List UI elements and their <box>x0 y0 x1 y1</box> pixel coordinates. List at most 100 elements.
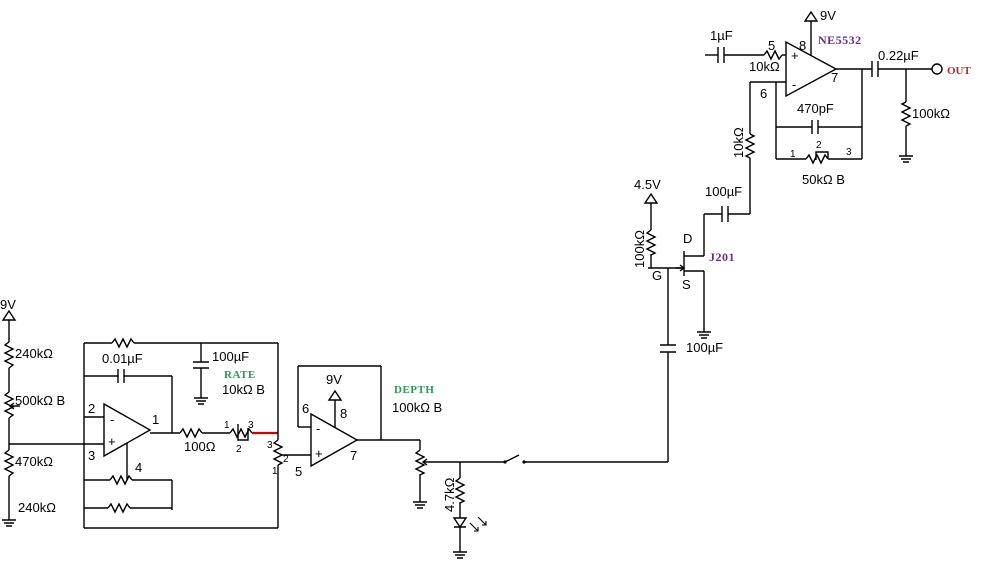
rate-title: RATE <box>224 369 256 381</box>
buffer-pin-8: 8 <box>340 406 347 421</box>
jfet-source-label: S <box>682 277 691 292</box>
ne5532-label: NE5532 <box>818 33 862 47</box>
opamp-buffer-symbol <box>310 412 359 468</box>
resistor-470k-label: 470kΩ <box>15 454 53 469</box>
svg-text:1: 1 <box>790 149 796 160</box>
supply-arrow-mid <box>327 389 343 401</box>
left-divider: 9V 240kΩ 500kΩ B 470kΩ 240kΩ <box>0 297 65 527</box>
svg-text:-: - <box>316 421 320 436</box>
lfo-opamp: - + 2 3 1 4 0.01µF 100Ω <box>9 337 284 529</box>
lfo-pin-4: 4 <box>135 460 142 475</box>
svg-text:-: - <box>792 77 796 92</box>
lfo-supply-cap-label: 100µF <box>212 349 249 364</box>
resistor-240k-top-label: 240kΩ <box>15 346 53 361</box>
resistor-100k-gate <box>645 229 657 256</box>
lfo-pin-3: 3 <box>88 448 95 463</box>
resistor-10k-gain-label: 10kΩ <box>731 127 746 158</box>
output-stage: 10kΩ 6 1µF 10kΩ 5 + - 9V 8 NE5532 7 470p… <box>705 8 972 187</box>
resistor-4k7-label: 4.7kΩ <box>442 477 457 512</box>
svg-text:2: 2 <box>816 140 822 151</box>
led-symbol <box>452 517 468 529</box>
svg-text:1: 1 <box>224 420 230 431</box>
resistor-100k-gate-label: 100kΩ <box>632 230 647 268</box>
lfo-fb-cap-label: 0.01µF <box>102 351 143 366</box>
lfo-fb-resistor <box>111 337 135 349</box>
svg-text:-: - <box>110 412 114 427</box>
output-label: OUT <box>947 65 972 77</box>
resistor-10k-gain <box>744 133 756 159</box>
depth-pot[interactable] <box>414 449 426 476</box>
jfet-gate-cap <box>660 344 676 353</box>
jfet-stage: 100µF 4.5V 100kΩ D G S J201 100µF <box>632 158 751 355</box>
ne5532-pin-8: 8 <box>799 38 806 53</box>
switch[interactable] <box>504 454 520 463</box>
feedback-pot-label: 50kΩ B <box>802 172 845 187</box>
jfet-gate-cap-label: 100µF <box>686 340 723 355</box>
lfo-pin-1: 1 <box>152 412 159 427</box>
pot-500k <box>3 391 15 419</box>
supply-label-45: 4.5V <box>634 177 661 192</box>
resistor-10k-in-label: 10kΩ <box>749 59 780 74</box>
svg-text:+: + <box>108 434 116 449</box>
resistor-100ohm <box>179 427 203 439</box>
jfet-part-label: J201 <box>709 250 735 264</box>
depth-section: 4.7kΩ <box>413 352 669 559</box>
lfo-bottom-resistor-2 <box>107 502 131 514</box>
ne5532-pin-5: 5 <box>768 38 775 53</box>
supply-arrow-45 <box>643 192 659 204</box>
depth-value: 100kΩ B <box>392 400 442 415</box>
resistor-4k7 <box>454 477 466 504</box>
buffer-pin-6: 6 <box>302 401 309 416</box>
lfo-bottom-resistor <box>109 474 133 486</box>
resistor-240k-bottom-label: 240kΩ <box>18 500 56 515</box>
jfet-drain-cap-label: 100µF <box>705 184 742 199</box>
supply-arrow-left <box>1 309 17 321</box>
output-jack[interactable] <box>931 63 943 75</box>
svg-text:+: + <box>791 48 799 63</box>
divider-resistor-right <box>272 439 284 466</box>
buffer-opamp: 2 - + 6 8 7 5 9V DEPTH 100kΩ B <box>282 365 442 479</box>
resistor-100ohm-label: 100Ω <box>184 439 216 454</box>
rate-value: 10kΩ B <box>222 382 265 397</box>
supply-arrow-top <box>803 10 819 22</box>
rate-pot[interactable] <box>229 427 253 439</box>
resistor-10k-in <box>763 49 783 61</box>
svg-text:+: + <box>315 446 323 461</box>
jfet-gate-label: G <box>652 268 662 283</box>
ne5532-pin-7: 7 <box>831 70 838 85</box>
resistor-100k-out-label: 100kΩ <box>912 106 950 121</box>
svg-text:1: 1 <box>272 466 278 477</box>
input-cap-label: 1µF <box>710 28 733 43</box>
svg-text:2: 2 <box>236 444 242 455</box>
svg-text:2: 2 <box>283 454 289 465</box>
ne5532-pin-6: 6 <box>760 86 767 101</box>
feedback-cap-470p <box>811 120 819 134</box>
resistor-100k-out <box>900 101 912 127</box>
ground-left <box>2 519 16 527</box>
output-cap <box>871 61 879 77</box>
svg-text:3: 3 <box>248 420 254 431</box>
pot-500k-wiper <box>8 402 20 410</box>
input-cap <box>717 47 725 63</box>
lfo-pin-2: 2 <box>88 401 95 416</box>
buffer-pin-5: 5 <box>295 464 302 479</box>
pot-500k-label: 500kΩ B <box>15 393 65 408</box>
resistor-470k <box>3 449 15 477</box>
led-light-arrows <box>469 516 487 532</box>
jfet-drain-label: D <box>683 231 692 246</box>
supply-label-top: 9V <box>820 8 836 23</box>
jfet-drain-cap <box>721 206 729 222</box>
resistor-240k-top <box>3 341 15 369</box>
supply-label-mid: 9V <box>326 372 342 387</box>
supply-label-left: 9V <box>0 297 16 312</box>
lfo-supply-cap <box>193 361 209 369</box>
svg-text:3: 3 <box>846 147 852 158</box>
svg-text:3: 3 <box>267 440 273 451</box>
output-cap-label: 0.22µF <box>878 48 919 63</box>
feedback-cap-label: 470pF <box>797 101 834 116</box>
feedback-pot-50k[interactable] <box>805 153 829 165</box>
buffer-pin-7: 7 <box>350 448 357 463</box>
depth-title: DEPTH <box>394 384 434 396</box>
